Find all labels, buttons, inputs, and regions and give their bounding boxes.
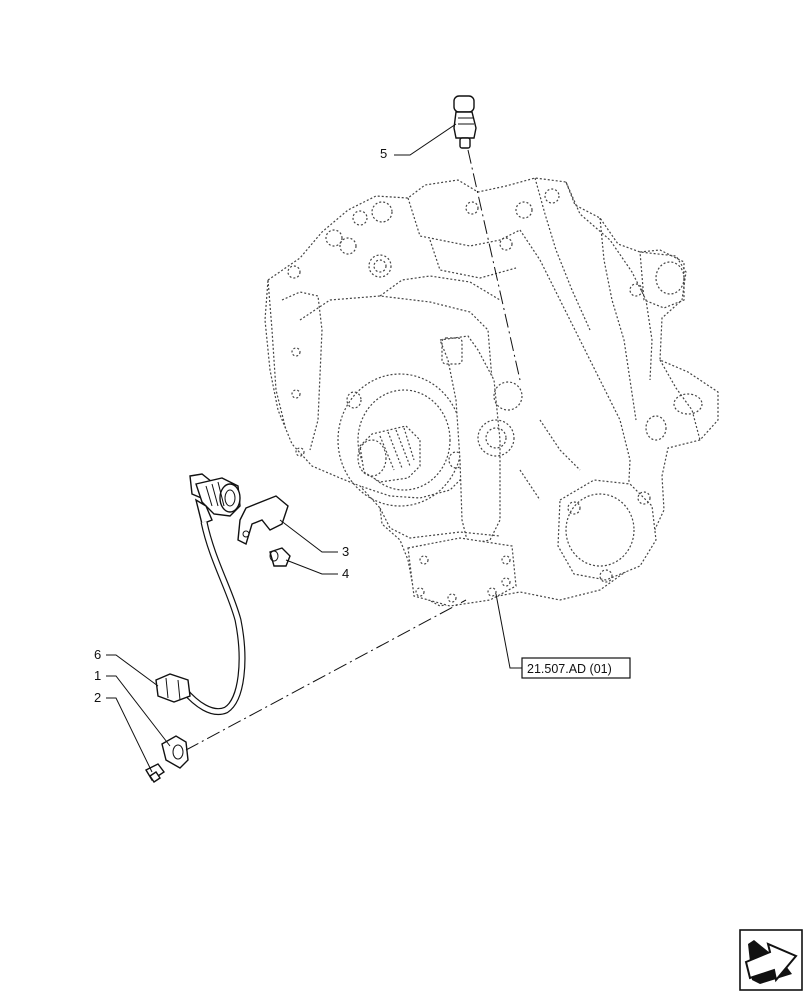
callout-5: 5 [380, 146, 387, 161]
part-5-pressure-switch [453, 95, 477, 149]
callout-6: 6 [94, 647, 101, 662]
reference-box[interactable]: 21.507.AD (01) [521, 657, 631, 679]
part-4-bolt [269, 547, 291, 567]
callout-4: 4 [342, 566, 349, 581]
callout-2: 2 [94, 690, 101, 705]
part-2-screw [145, 763, 166, 783]
reference-label: 21.507.AD (01) [527, 662, 612, 676]
callout-1: 1 [94, 668, 101, 683]
next-page-arrow-icon[interactable] [739, 929, 803, 991]
assembly-centerlines [185, 149, 521, 751]
part-6-wiring-harness [155, 473, 246, 715]
callout-3: 3 [342, 544, 349, 559]
leader-lines [106, 123, 522, 773]
part-3-bracket [237, 495, 289, 545]
transmission-housing [264, 177, 719, 607]
